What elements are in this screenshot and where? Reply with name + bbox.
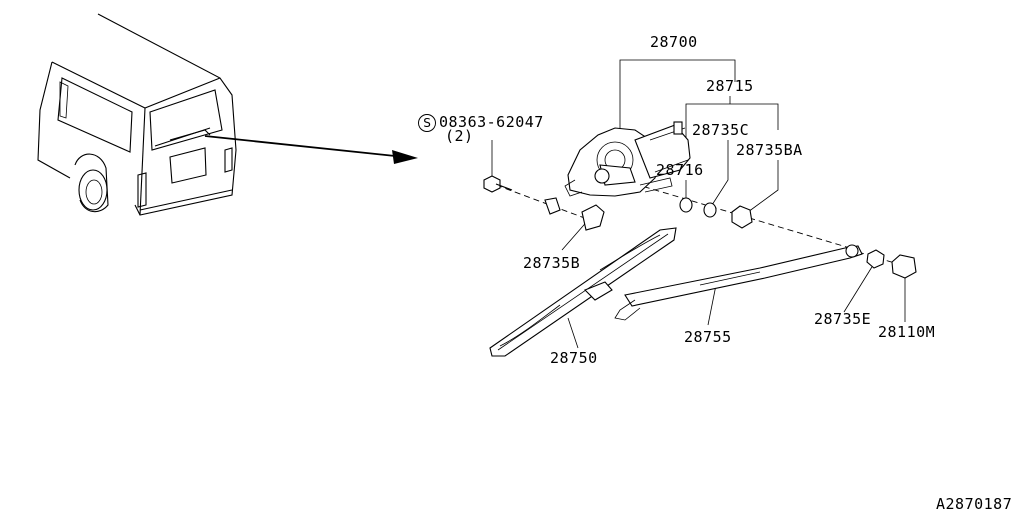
label-28755: 28755 (684, 328, 732, 346)
bolt-part (483, 175, 513, 193)
bolt-symbol-icon: S (418, 114, 436, 132)
label-28716: 28716 (656, 161, 704, 179)
wiper-motor (564, 121, 691, 197)
label-28735ba: 28735BA (736, 141, 803, 159)
wiper-blade (489, 227, 677, 357)
washer-parts (679, 197, 753, 229)
figure-code: A2870187 (936, 495, 1013, 513)
label-bolt-qty: (2) (445, 127, 474, 145)
pointer-arrow (204, 135, 418, 164)
label-28715: 28715 (706, 77, 754, 95)
label-28735c: 28735C (692, 121, 750, 139)
label-28750: 28750 (550, 349, 598, 367)
label-bolt-code: 08363-62047 (439, 113, 544, 131)
label-28735e: 28735E (814, 310, 872, 328)
bolt-symbol-letter: S (423, 116, 431, 130)
label-28735b: 28735B (523, 254, 581, 272)
bracket-part (544, 197, 605, 231)
leader-lines (491, 59, 906, 349)
van-illustration (37, 13, 237, 216)
label-28110m: 28110M (878, 323, 936, 341)
nut-cap-parts (866, 249, 917, 279)
label-28700: 28700 (650, 33, 698, 51)
wiper-arm (614, 244, 863, 321)
